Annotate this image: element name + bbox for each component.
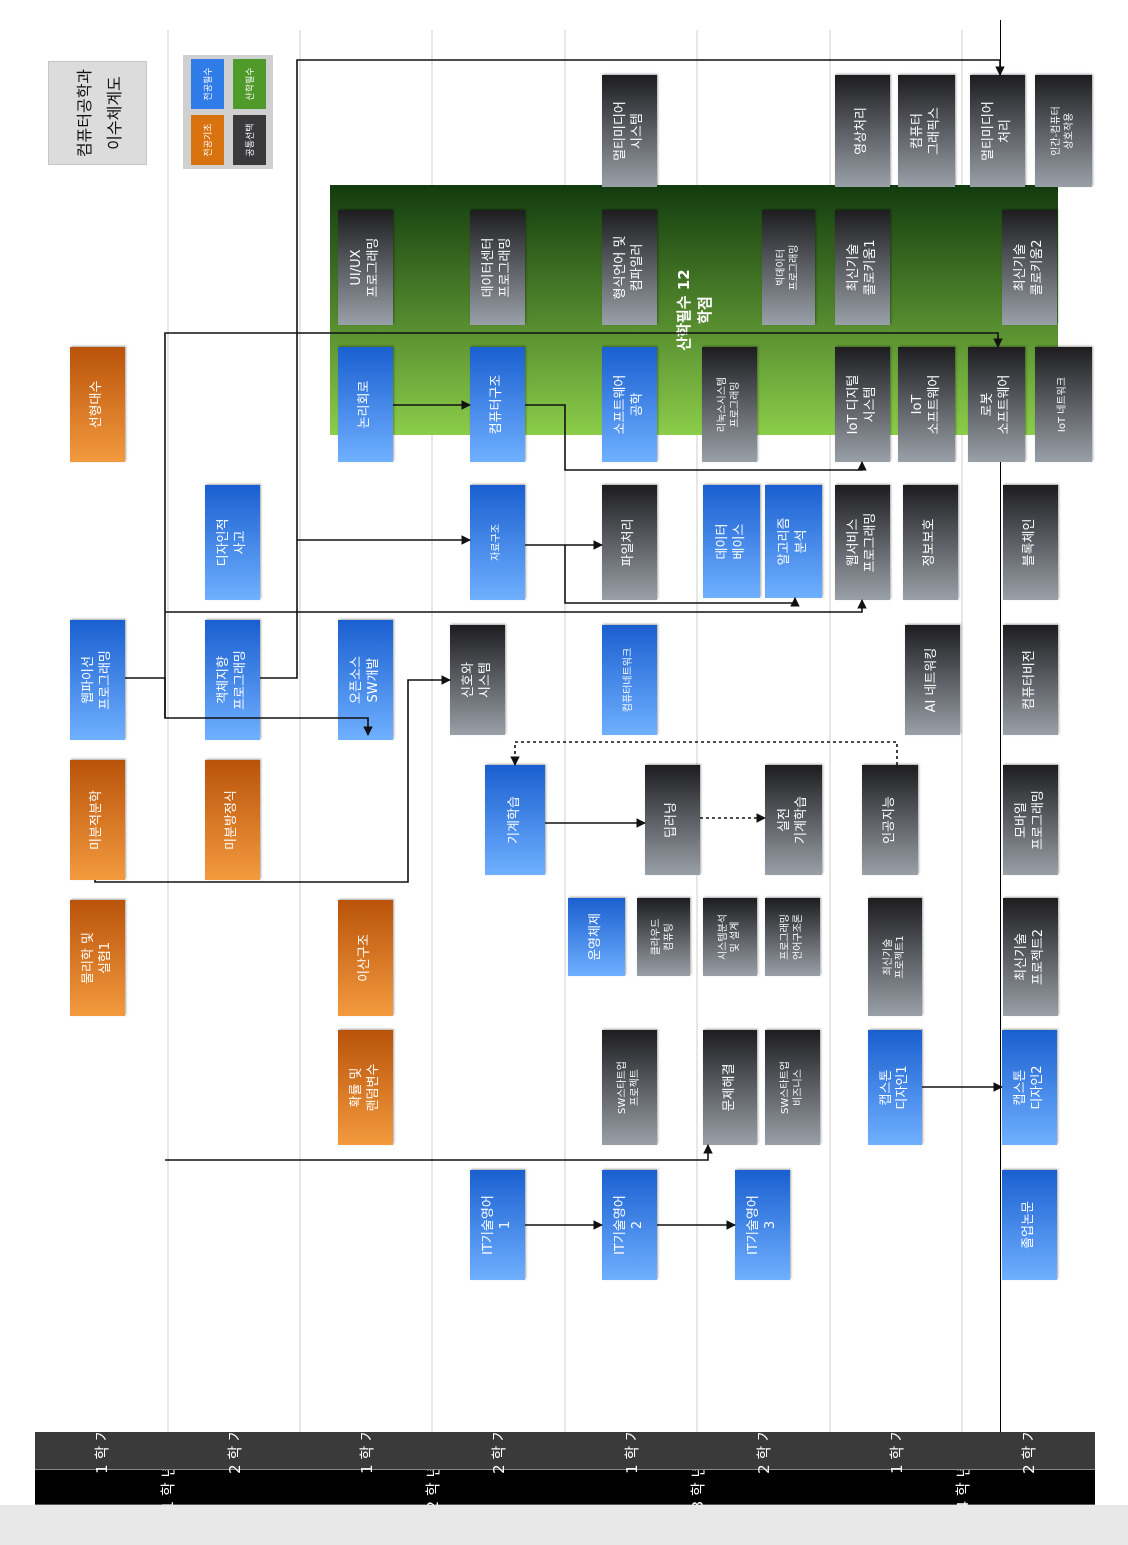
course-computer-vision[interactable]: 컴퓨터비전 bbox=[1003, 625, 1058, 735]
course-web-python[interactable]: 웹파이선 프로그래밍 bbox=[70, 620, 125, 740]
course-data-structure[interactable]: 자료구조 bbox=[470, 485, 525, 600]
year-header-2: 2 학 년 bbox=[300, 1464, 565, 1510]
year-label: 4 학 년 bbox=[954, 1463, 972, 1511]
course-ai[interactable]: 인공지능 bbox=[862, 765, 918, 875]
course-computer-graphics[interactable]: 컴퓨터 그래픽스 bbox=[898, 75, 955, 187]
course-multimedia-sys[interactable]: 멀티미디어 시스템 bbox=[602, 75, 657, 187]
course-probability[interactable]: 확률 및 랜덤변수 bbox=[338, 1030, 393, 1145]
semester-label: 2 학 기 bbox=[755, 1427, 773, 1474]
year-label: 1 학 년 bbox=[159, 1463, 177, 1511]
semester-header-5: 1 학 기 bbox=[565, 1427, 697, 1474]
course-comp-network[interactable]: 컴퓨터네트워크 bbox=[602, 625, 657, 735]
semester-header-8: 2 학 기 bbox=[962, 1427, 1095, 1474]
legend: 전공기초 전공필수 공통선택 산학필수 bbox=[183, 55, 273, 169]
course-it-english-1[interactable]: IT기술영어 1 bbox=[470, 1170, 525, 1280]
course-image-processing[interactable]: 영상처리 bbox=[835, 75, 890, 187]
semester-header-3: 1 학 기 bbox=[300, 1427, 432, 1474]
course-iot-network[interactable]: IoT 네트워크 bbox=[1035, 347, 1092, 462]
semester-label: 1 학 기 bbox=[357, 1427, 376, 1474]
title-line-2: 이수체계도 bbox=[104, 76, 124, 150]
course-multimedia-proc[interactable]: 멀티미디어 처리 bbox=[970, 75, 1025, 187]
course-sw-startup-biz[interactable]: SW스타트업 비즈니스 bbox=[765, 1030, 820, 1145]
course-robot-sw[interactable]: 로봇 소프트웨어 bbox=[968, 347, 1025, 462]
course-discrete[interactable]: 이산구조 bbox=[338, 900, 393, 1016]
course-web-service[interactable]: 웹서비스 프로그래밍 bbox=[835, 485, 890, 600]
year-header-3: 3 학 년 bbox=[565, 1464, 830, 1510]
curriculum-diagram: 컴퓨터공학과 이수체계도 전공기초 전공필수 공통선택 산학필수 산학필수 12… bbox=[35, 20, 1095, 1510]
course-design-thinking[interactable]: 디자인적 사고 bbox=[205, 485, 260, 600]
legend-common-elective: 공통선택 bbox=[233, 115, 266, 165]
course-blockchain[interactable]: 블록체인 bbox=[1003, 485, 1058, 600]
course-linear-algebra[interactable]: 선형대수 bbox=[70, 347, 125, 462]
course-capstone-2[interactable]: 캡스톤 디자인2 bbox=[1002, 1030, 1057, 1145]
legend-industry-required: 산학필수 bbox=[233, 59, 266, 109]
semester-label: 2 학 기 bbox=[225, 1427, 244, 1474]
course-cloud[interactable]: 클라우드 컴퓨팅 bbox=[637, 898, 690, 976]
course-bigdata[interactable]: 빅데이터 프로그래밍 bbox=[762, 210, 815, 325]
semester-label: 1 학 기 bbox=[93, 1427, 111, 1474]
course-comp-arch[interactable]: 컴퓨터구조 bbox=[470, 347, 525, 462]
diagram-title: 컴퓨터공학과 이수체계도 bbox=[48, 61, 147, 165]
course-linux[interactable]: 리눅스시스템 프로그래밍 bbox=[702, 347, 757, 462]
year-header-4: 4 학 년 bbox=[830, 1464, 1095, 1510]
course-latest-tech-app1[interactable]: 최신기술 콜로키움1 bbox=[835, 210, 890, 325]
year-label: 2 학 년 bbox=[424, 1463, 442, 1511]
course-info-security[interactable]: 정보보호 bbox=[903, 485, 958, 600]
course-latest-tech-proj1[interactable]: 최신기술 프로젝트1 bbox=[868, 898, 922, 1016]
course-database[interactable]: 데이터 베이스 bbox=[703, 485, 760, 598]
year-label: 3 학 년 bbox=[689, 1463, 707, 1511]
course-logic-circuit[interactable]: 논리회로 bbox=[338, 347, 393, 462]
course-deep-learning[interactable]: 딥러닝 bbox=[645, 765, 700, 875]
semester-header-4: 2 학 기 bbox=[432, 1427, 565, 1474]
semester-header-1: 1 학 기 bbox=[35, 1427, 168, 1474]
course-physics[interactable]: 물리학 및 실험1 bbox=[70, 900, 125, 1016]
course-hci[interactable]: 인간-컴퓨터 상호작용 bbox=[1035, 75, 1092, 187]
year-header-1: 1 학 년 bbox=[35, 1464, 300, 1510]
semester-header-6: 2 학 기 bbox=[697, 1427, 830, 1474]
course-calculus[interactable]: 미분적분학 bbox=[70, 760, 125, 880]
course-file-processing[interactable]: 파일처리 bbox=[602, 485, 657, 600]
footer-strip bbox=[0, 1505, 1128, 1545]
course-diff-eq[interactable]: 미분방정식 bbox=[205, 760, 260, 880]
course-it-english-3[interactable]: IT기술영어 3 bbox=[735, 1170, 790, 1280]
course-iot-software[interactable]: IoT 소프트웨어 bbox=[898, 347, 955, 462]
course-mobile[interactable]: 모바일 프로그래밍 bbox=[1003, 765, 1058, 875]
course-formal-lang[interactable]: 형식언어 및 컴파일러 bbox=[602, 210, 657, 325]
course-practical-ml[interactable]: 실전 기계학습 bbox=[765, 765, 822, 875]
course-algorithm[interactable]: 알고리즘 분석 bbox=[765, 485, 822, 598]
course-opensource-sw[interactable]: 오픈소스 SW개발 bbox=[338, 620, 393, 740]
course-sw-startup-proj[interactable]: SW스타트업 프로젝트 bbox=[602, 1030, 657, 1145]
semester-label: 2 학 기 bbox=[490, 1427, 508, 1474]
course-uiux[interactable]: UI/UX 프로그래밍 bbox=[338, 210, 393, 325]
legend-major-basic: 전공기초 bbox=[191, 115, 224, 165]
course-oop[interactable]: 객체지향 프로그래밍 bbox=[205, 620, 260, 740]
course-datacenter[interactable]: 데이터센터 프로그래밍 bbox=[470, 210, 525, 325]
course-latest-tech-proj2[interactable]: 최신기술 프로젝트2 bbox=[1003, 898, 1058, 1016]
title-line-1: 컴퓨터공학과 bbox=[74, 68, 94, 158]
semester-header-2: 2 학 기 bbox=[168, 1427, 300, 1474]
semester-header-7: 1 학 기 bbox=[830, 1427, 962, 1474]
course-iot-digital[interactable]: IoT 디지털 시스템 bbox=[835, 347, 890, 462]
course-thesis[interactable]: 졸업논문 bbox=[1002, 1170, 1057, 1280]
course-latest-tech-app2[interactable]: 최신기술 콜로키움2 bbox=[1002, 210, 1057, 325]
semester-label: 1 학 기 bbox=[622, 1427, 641, 1474]
semester-label: 2 학 기 bbox=[1020, 1427, 1038, 1474]
course-it-english-2[interactable]: IT기술영어 2 bbox=[602, 1170, 657, 1280]
legend-major-required: 전공필수 bbox=[191, 59, 224, 109]
course-capstone-1[interactable]: 캡스톤 디자인1 bbox=[868, 1030, 922, 1145]
semester-label: 1 학 기 bbox=[887, 1427, 906, 1474]
course-machine-learning[interactable]: 기계학습 bbox=[485, 765, 545, 875]
course-os[interactable]: 운영체제 bbox=[568, 898, 625, 976]
course-sys-analysis[interactable]: 시스템분석 및 설계 bbox=[703, 898, 757, 976]
course-ai-network[interactable]: AI 네트워킹 bbox=[905, 625, 960, 735]
course-software-eng[interactable]: 소프트웨어 공학 bbox=[602, 347, 657, 462]
course-pl-theory[interactable]: 프로그래밍 언어구조론 bbox=[765, 898, 820, 976]
course-signals[interactable]: 신호와 시스템 bbox=[450, 625, 505, 735]
course-problem-solving[interactable]: 문제해결 bbox=[703, 1030, 757, 1145]
